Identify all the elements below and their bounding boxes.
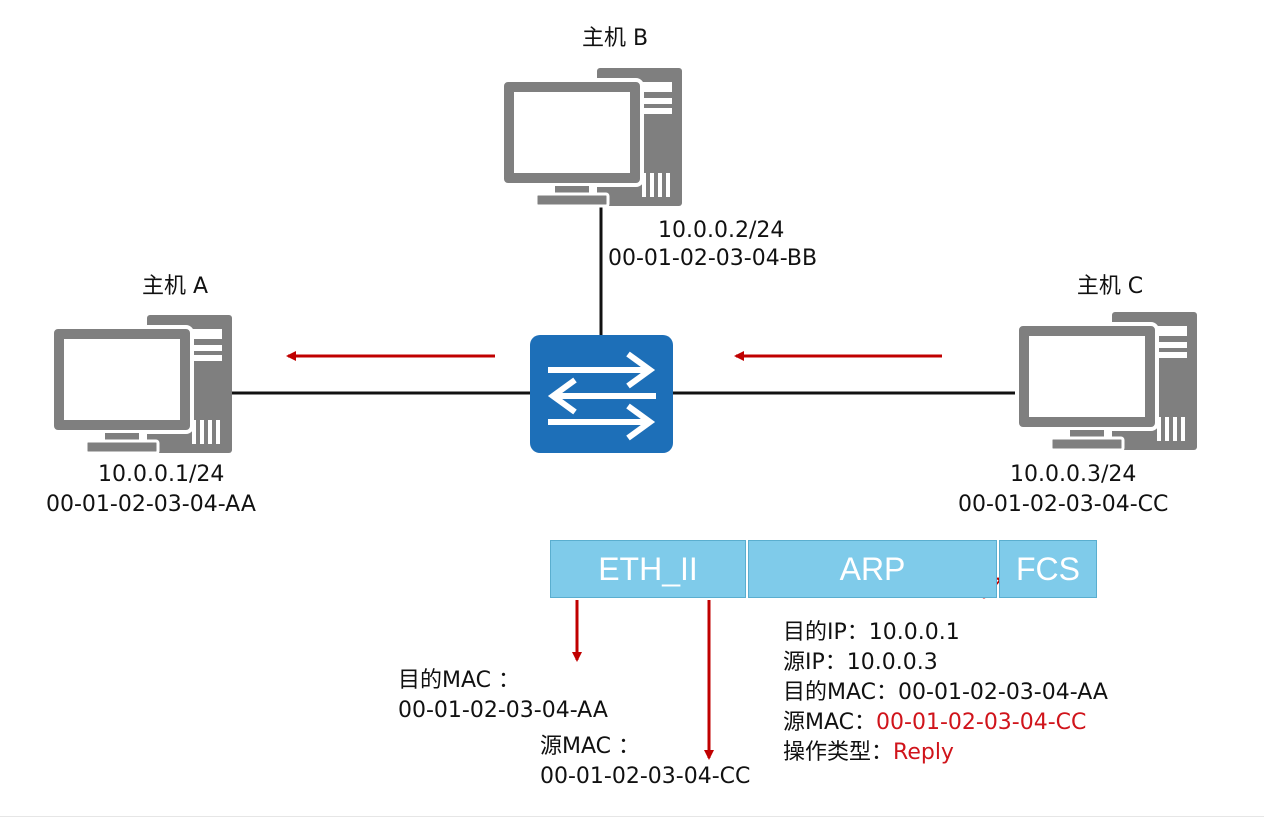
host-b-name: 主机 B — [581, 26, 649, 51]
computer-icon — [1015, 310, 1199, 452]
eth-src-mac-value: 00-01-02-03-04-CC — [540, 764, 751, 789]
host-a-ip: 10.0.0.1/24 — [98, 462, 225, 487]
arp-op-type-value: Reply — [893, 740, 954, 765]
host-a-name: 主机 A — [141, 274, 209, 299]
arp-src-ip-label: 源IP： — [783, 650, 847, 675]
arp-op-type-label: 操作类型： — [783, 740, 894, 765]
eth-dst-mac-label: 目的MAC ： — [398, 668, 520, 693]
host-a-mac: 00-01-02-03-04-AA — [46, 492, 256, 517]
arp-src-ip-value: 10.0.0.3 — [846, 650, 938, 675]
host-b-ip: 10.0.0.2/24 — [658, 218, 785, 243]
arp-dst-mac: 目的MAC：00-01-02-03-04-AA — [783, 680, 1108, 706]
frame-field-fcs: FCS — [999, 540, 1097, 598]
computer-icon — [500, 66, 684, 208]
arp-src-mac-value: 00-01-02-03-04-CC — [876, 710, 1087, 735]
frame-field-arp: ARP — [748, 540, 997, 598]
arp-src-ip: 源IP：10.0.0.3 — [783, 650, 938, 676]
host-c-ip: 10.0.0.3/24 — [1010, 462, 1137, 487]
arp-dst-mac-label: 目的MAC： — [783, 680, 899, 705]
arp-dst-ip: 目的IP：10.0.0.1 — [783, 620, 960, 646]
switch-icon — [530, 335, 673, 453]
eth-dst-mac-value: 00-01-02-03-04-AA — [398, 698, 608, 723]
arp-dst-mac-value: 00-01-02-03-04-AA — [898, 680, 1108, 705]
host-b-mac: 00-01-02-03-04-BB — [608, 246, 818, 271]
computer-icon — [50, 313, 234, 455]
arp-op-type: 操作类型：Reply — [783, 740, 954, 766]
divider — [0, 816, 1264, 817]
arp-src-mac: 源MAC：00-01-02-03-04-CC — [783, 710, 1086, 736]
host-c-mac: 00-01-02-03-04-CC — [958, 492, 1169, 517]
eth-src-mac-label: 源MAC ： — [540, 734, 640, 759]
arp-dst-ip-value: 10.0.0.1 — [868, 620, 960, 645]
frame-field-eth: ETH_II — [550, 540, 746, 598]
arp-src-mac-label: 源MAC： — [783, 710, 877, 735]
host-c-name: 主机 C — [1076, 274, 1144, 299]
arp-dst-ip-label: 目的IP： — [783, 620, 869, 645]
